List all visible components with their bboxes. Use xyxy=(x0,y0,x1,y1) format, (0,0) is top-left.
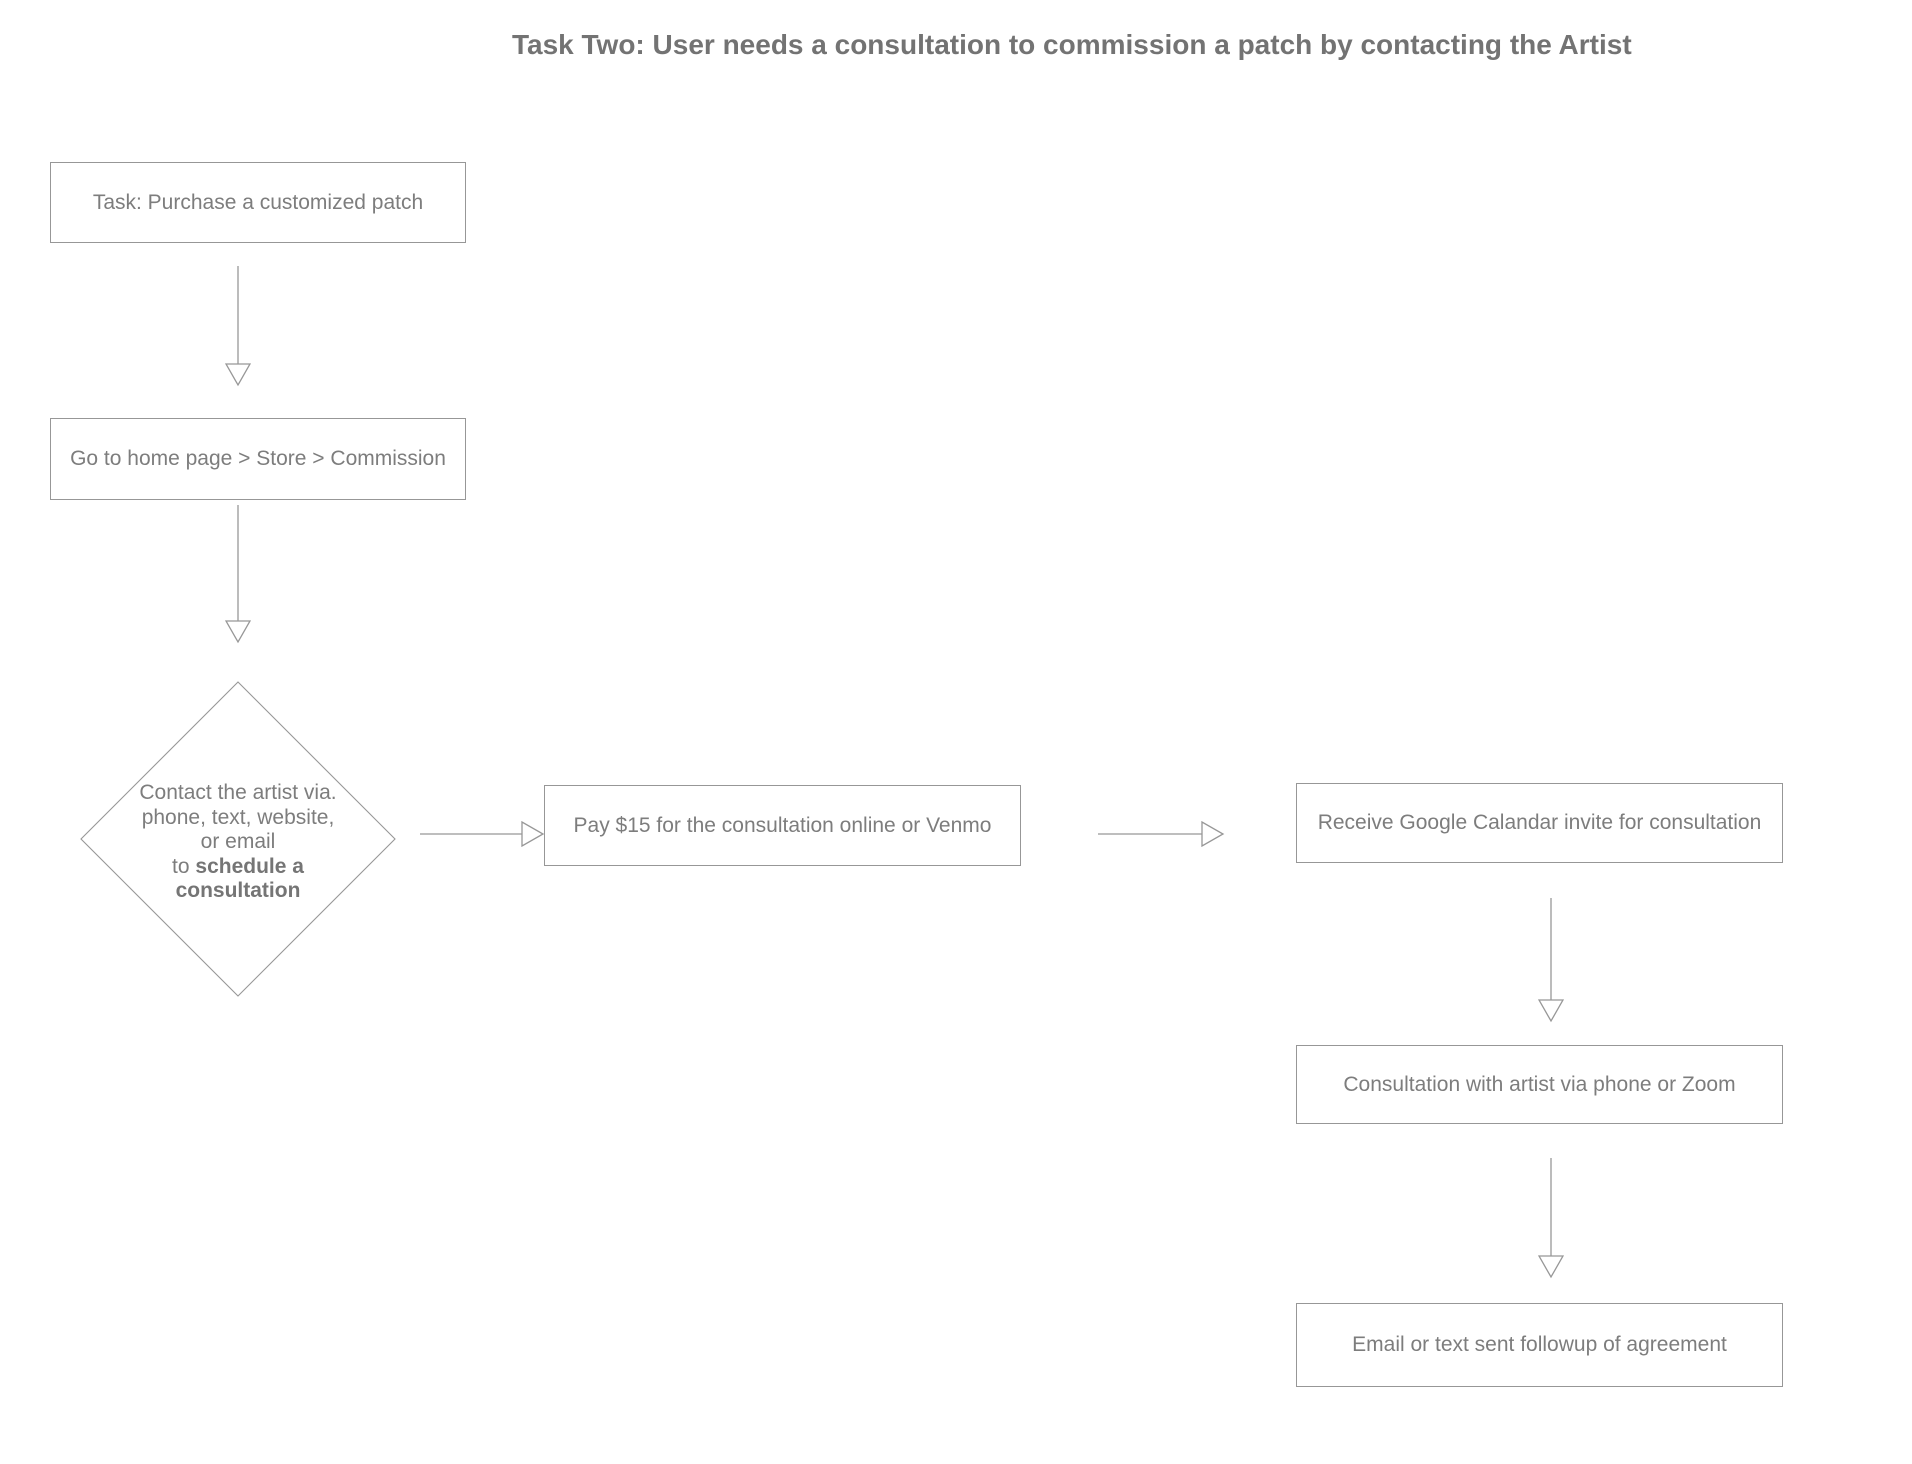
node-pay-label: Pay $15 for the consultation online or V… xyxy=(573,813,992,837)
node-task-purchase-patch: Task: Purchase a customized patch xyxy=(50,162,466,243)
node-task-label: Task: Purchase a customized patch xyxy=(92,190,424,214)
arrow-consultation-to-followup xyxy=(1538,1158,1564,1279)
arrow-calendar-to-consultation xyxy=(1538,898,1564,1023)
decision-line: to schedule a xyxy=(172,854,304,878)
arrow-navigate-to-decision xyxy=(225,505,251,644)
decision-line: phone, text, website, xyxy=(141,805,335,829)
node-consultation-label: Consultation with artist via phone or Zo… xyxy=(1343,1072,1736,1096)
node-followup-agreement: Email or text sent followup of agreement xyxy=(1296,1303,1783,1387)
arrow-task-to-navigate xyxy=(225,266,251,387)
node-followup-label: Email or text sent followup of agreement xyxy=(1352,1333,1727,1356)
node-calendar-label: Receive Google Calandar invite for consu… xyxy=(1317,811,1762,834)
decision-line: Contact the artist via. xyxy=(139,781,337,804)
node-contact-artist-decision: Contact the artist via. phone, text, web… xyxy=(88,781,388,904)
decision-line: consultation xyxy=(175,879,301,902)
node-receive-calendar-invite: Receive Google Calandar invite for consu… xyxy=(1296,783,1783,863)
decision-line: or email xyxy=(200,830,276,853)
flowchart-title: Task Two: User needs a consultation to c… xyxy=(512,29,1632,60)
node-navigate-label: Go to home page > Store > Commission xyxy=(70,447,446,470)
arrow-decision-to-pay xyxy=(420,821,545,847)
node-consultation-call: Consultation with artist via phone or Zo… xyxy=(1296,1045,1783,1124)
decision-diamond-shape xyxy=(80,681,396,997)
arrow-pay-to-calendar xyxy=(1098,821,1225,847)
node-pay-consultation-fee: Pay $15 for the consultation online or V… xyxy=(544,785,1021,866)
node-go-to-commission-page: Go to home page > Store > Commission xyxy=(50,418,466,500)
